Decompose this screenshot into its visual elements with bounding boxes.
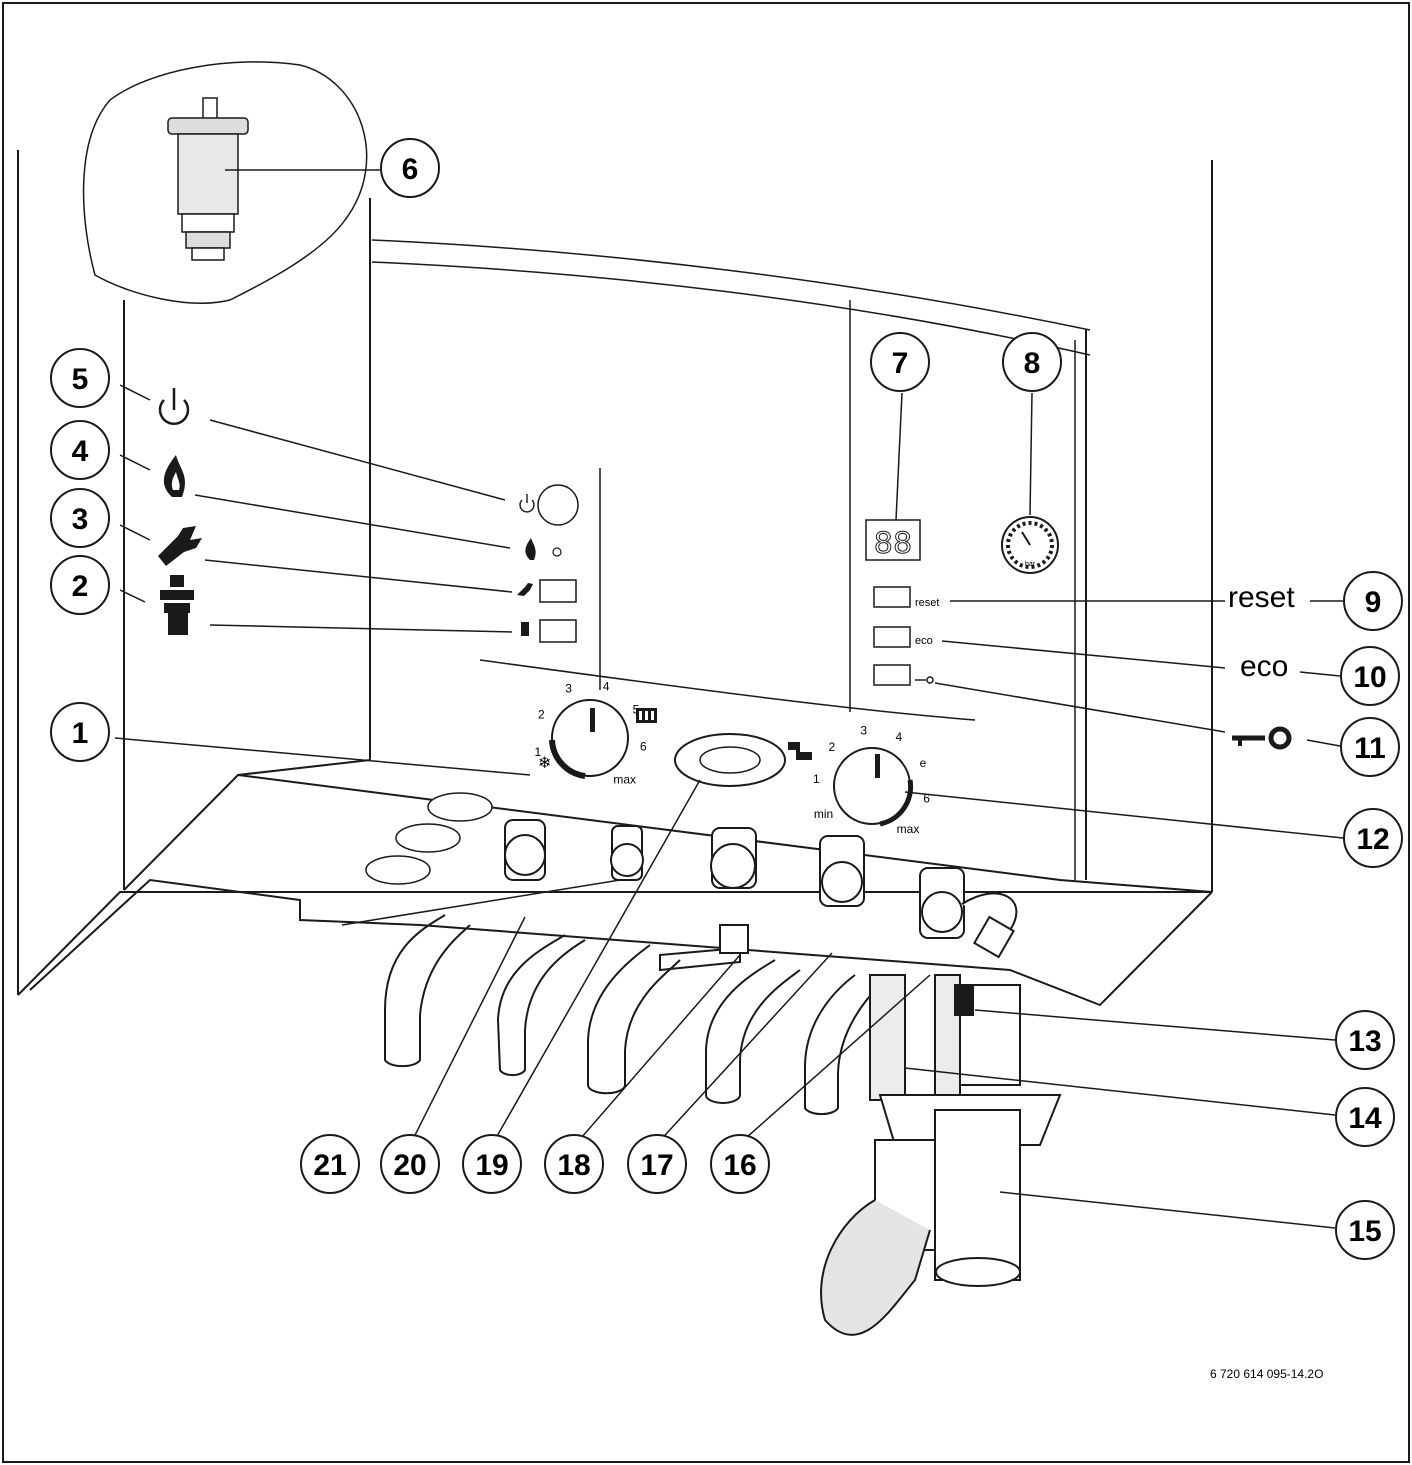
callout-number: 15 (1348, 1215, 1381, 1248)
callout-number: 8 (1024, 347, 1041, 380)
callout-16: 16 (710, 1134, 770, 1194)
callout-number: 13 (1348, 1025, 1381, 1058)
casing-openings (365, 792, 493, 885)
chimney-sweep-button[interactable] (539, 619, 577, 643)
service-button[interactable] (539, 579, 577, 603)
key-lock-button[interactable] (873, 664, 911, 686)
callout-9: 9 (1343, 571, 1403, 631)
dial-tick-label: max (897, 822, 920, 836)
callout-14: 14 (1335, 1087, 1395, 1147)
callout-7: 7 (870, 332, 930, 392)
power-button[interactable] (537, 484, 579, 526)
power-icon-small (519, 494, 535, 513)
callout-number: 5 (72, 363, 89, 396)
chimney-sweep-icon (160, 575, 194, 635)
callout-3: 3 (50, 488, 110, 548)
dial-tick-label: e (920, 756, 927, 770)
callout-number: 11 (1354, 732, 1386, 765)
callout-10: 10 (1340, 646, 1400, 706)
heating-temperature-dial[interactable] (549, 699, 629, 779)
callout-number: 1 (72, 717, 89, 750)
gauge-unit-label: bar (1025, 561, 1036, 568)
callout-8: 8 (1002, 332, 1062, 392)
callout-15: 15 (1335, 1200, 1395, 1260)
dial-tick-label: 6 (640, 740, 647, 754)
reset-button-label: reset (915, 597, 939, 609)
dial-tick-label: 3 (860, 724, 867, 738)
frost-protection-icon: ❄ (538, 755, 551, 772)
dial-tick-label: 6 (923, 792, 930, 806)
callout-number: 3 (72, 503, 89, 536)
callout-number: 6 (402, 153, 419, 186)
control-panel (371, 239, 1091, 880)
hot-water-temperature-dial[interactable] (833, 747, 914, 827)
callout-number: 17 (640, 1149, 673, 1182)
dial-tick-label: 1 (813, 772, 820, 786)
dial-tick-label: 2 (829, 740, 836, 754)
callout-13: 13 (1335, 1010, 1395, 1070)
service-valves-and-pipes (384, 819, 1018, 1116)
callout-17: 17 (627, 1134, 687, 1194)
dial-tick-label: 4 (895, 730, 902, 744)
callout-5: 5 (50, 348, 110, 408)
eco-button-label: eco (915, 635, 933, 647)
callout-number: 9 (1365, 586, 1382, 619)
display-digits: 88 (874, 526, 912, 563)
callout-number: 2 (72, 570, 89, 603)
callout-18: 18 (544, 1134, 604, 1194)
callout-number: 19 (475, 1149, 508, 1182)
callout-number: 20 (393, 1149, 426, 1182)
pressure-gauge: bar (1001, 516, 1059, 574)
callout-number: 4 (72, 435, 89, 468)
dial-tick-label: 2 (538, 708, 545, 722)
dial-tick-label: 4 (603, 680, 610, 694)
siphon-assembly (820, 974, 1062, 1336)
callout-number: 21 (313, 1149, 346, 1182)
key-icon (1232, 726, 1292, 750)
leader-lines (114, 169, 1345, 1229)
wrench-icon-small (517, 583, 533, 596)
callout-6: 6 (380, 138, 440, 198)
dial-tick-label: 3 (565, 681, 572, 695)
callout-19: 19 (462, 1134, 522, 1194)
flame-icon-small (525, 538, 536, 560)
dial-tick-label: min (814, 807, 833, 821)
callout-2: 2 (50, 555, 110, 615)
callout-number: 16 (723, 1149, 756, 1182)
radiator-icon (636, 708, 657, 723)
dial-tick-label: 1 (534, 745, 541, 759)
figure-reference: 6 720 614 095-14.2O (1210, 1367, 1323, 1381)
hot-water-dial-ticks: min 1 2 3 4 e 6 max (813, 724, 930, 836)
burner-indicator-lamp (552, 547, 562, 557)
callout-number: 18 (557, 1149, 590, 1182)
callout-number: 10 (1353, 661, 1386, 694)
eco-button[interactable] (873, 626, 911, 648)
callout-12: 12 (1343, 808, 1403, 868)
dial-tick-label: max (613, 772, 636, 786)
callout-4: 4 (50, 420, 110, 480)
air-vent-inset (82, 61, 368, 304)
tap-icon (788, 742, 812, 760)
callout-1: 1 (50, 702, 110, 762)
callout-20: 20 (380, 1134, 440, 1194)
digital-display (865, 519, 921, 561)
callout-number: 7 (892, 347, 909, 380)
callout-number: 12 (1356, 823, 1389, 856)
reset-label: reset (1228, 581, 1295, 614)
eco-label: eco (1240, 650, 1288, 683)
key-icon-small (915, 676, 934, 684)
callout-number: 14 (1348, 1102, 1382, 1135)
flame-icon (163, 455, 186, 497)
wrench-icon (158, 526, 202, 566)
callout-21: 21 (300, 1134, 360, 1194)
chimney-icon-small (521, 622, 529, 636)
power-icon (158, 388, 190, 426)
callout-11: 11 (1340, 717, 1400, 777)
reset-button[interactable] (873, 586, 911, 608)
